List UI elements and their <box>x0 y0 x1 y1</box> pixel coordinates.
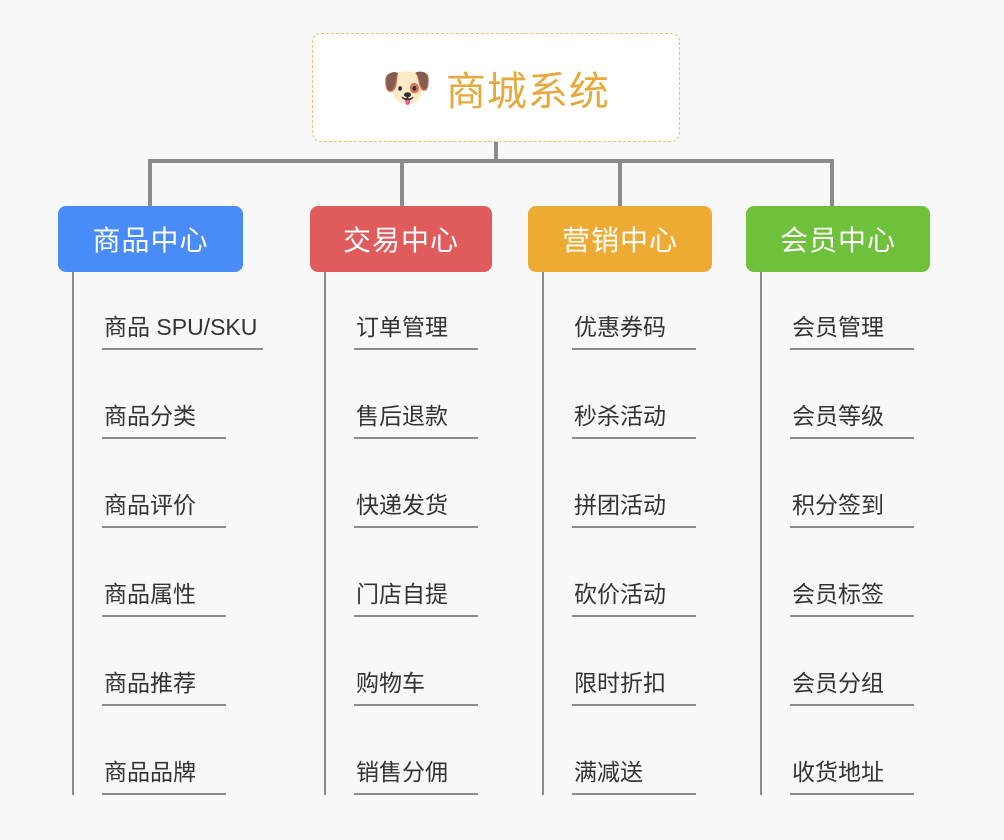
connector-branch-4 <box>830 160 834 206</box>
branch-product-center: 商品中心 商品 SPU/SKU 商品分类 商品评价 商品属性 商品推荐 商品品牌 <box>58 206 264 795</box>
leaf-label: 门店自提 <box>354 580 478 617</box>
leaf-label: 会员分组 <box>790 669 914 706</box>
branch-header-marketing-center[interactable]: 营销中心 <box>528 206 712 272</box>
list-item[interactable]: 商品品牌 <box>74 706 263 795</box>
root-title: 商城系统 <box>445 69 610 114</box>
leaf-label: 商品 SPU/SKU <box>102 313 264 350</box>
list-item[interactable]: 拼团活动 <box>544 439 712 528</box>
leaf-list-member-center: 会员管理 会员等级 积分签到 会员标签 会员分组 收货地址 <box>760 272 930 795</box>
list-item[interactable]: 会员分组 <box>762 617 930 706</box>
list-item[interactable]: 商品分类 <box>74 350 263 439</box>
root-node[interactable]: 🐶 商城系统 <box>312 33 680 142</box>
list-item[interactable]: 优惠券码 <box>544 272 712 350</box>
connector-branch-3 <box>618 160 622 206</box>
connector-branch-2 <box>400 160 404 206</box>
list-item[interactable]: 砍价活动 <box>544 528 712 617</box>
leaf-label: 会员标签 <box>790 580 914 617</box>
list-item[interactable]: 会员标签 <box>762 528 930 617</box>
list-item[interactable]: 收货地址 <box>762 706 930 795</box>
list-item[interactable]: 商品 SPU/SKU <box>74 272 264 350</box>
branch-header-trade-center[interactable]: 交易中心 <box>310 206 492 272</box>
leaf-label: 满减送 <box>572 758 696 795</box>
leaf-list-trade-center: 订单管理 售后退款 快递发货 门店自提 购物车 销售分佣 <box>324 272 492 795</box>
list-item[interactable]: 商品属性 <box>74 528 263 617</box>
dog-face-icon: 🐶 <box>382 65 432 110</box>
list-item[interactable]: 商品推荐 <box>74 617 263 706</box>
leaf-label: 订单管理 <box>354 313 478 350</box>
leaf-label: 售后退款 <box>354 402 478 439</box>
leaf-label: 限时折扣 <box>572 669 696 706</box>
leaf-label: 积分签到 <box>790 491 914 528</box>
leaf-label: 商品分类 <box>102 402 226 439</box>
branch-marketing-center: 营销中心 优惠券码 秒杀活动 拼团活动 砍价活动 限时折扣 满减送 <box>528 206 712 795</box>
list-item[interactable]: 快递发货 <box>326 439 492 528</box>
branch-header-member-center[interactable]: 会员中心 <box>746 206 930 272</box>
leaf-label: 销售分佣 <box>354 758 478 795</box>
leaf-label: 会员管理 <box>790 313 914 350</box>
connector-branch-1 <box>148 160 152 206</box>
connector-root-stem <box>494 142 498 162</box>
connector-horizontal-bus <box>148 159 834 163</box>
list-item[interactable]: 积分签到 <box>762 439 930 528</box>
leaf-label: 快递发货 <box>354 491 478 528</box>
leaf-label: 会员等级 <box>790 402 914 439</box>
leaf-label: 商品评价 <box>102 491 226 528</box>
list-item[interactable]: 满减送 <box>544 706 712 795</box>
list-item[interactable]: 会员管理 <box>762 272 930 350</box>
list-item[interactable]: 订单管理 <box>326 272 492 350</box>
leaf-list-product-center: 商品 SPU/SKU 商品分类 商品评价 商品属性 商品推荐 商品品牌 <box>72 272 264 795</box>
list-item[interactable]: 门店自提 <box>326 528 492 617</box>
leaf-label: 商品推荐 <box>102 669 226 706</box>
leaf-label: 购物车 <box>354 669 478 706</box>
list-item[interactable]: 商品评价 <box>74 439 263 528</box>
list-item[interactable]: 销售分佣 <box>326 706 492 795</box>
branch-member-center: 会员中心 会员管理 会员等级 积分签到 会员标签 会员分组 收货地址 <box>746 206 930 795</box>
list-item[interactable]: 购物车 <box>326 617 492 706</box>
branch-trade-center: 交易中心 订单管理 售后退款 快递发货 门店自提 购物车 销售分佣 <box>310 206 492 795</box>
list-item[interactable]: 售后退款 <box>326 350 492 439</box>
leaf-label: 拼团活动 <box>572 491 696 528</box>
branch-header-product-center[interactable]: 商品中心 <box>58 206 243 272</box>
leaf-label: 砍价活动 <box>572 580 696 617</box>
list-item[interactable]: 会员等级 <box>762 350 930 439</box>
leaf-label: 优惠券码 <box>572 313 696 350</box>
leaf-label: 秒杀活动 <box>572 402 696 439</box>
leaf-label: 商品属性 <box>102 580 226 617</box>
leaf-label: 收货地址 <box>790 758 914 795</box>
leaf-label: 商品品牌 <box>102 758 226 795</box>
leaf-list-marketing-center: 优惠券码 秒杀活动 拼团活动 砍价活动 限时折扣 满减送 <box>542 272 712 795</box>
list-item[interactable]: 秒杀活动 <box>544 350 712 439</box>
list-item[interactable]: 限时折扣 <box>544 617 712 706</box>
